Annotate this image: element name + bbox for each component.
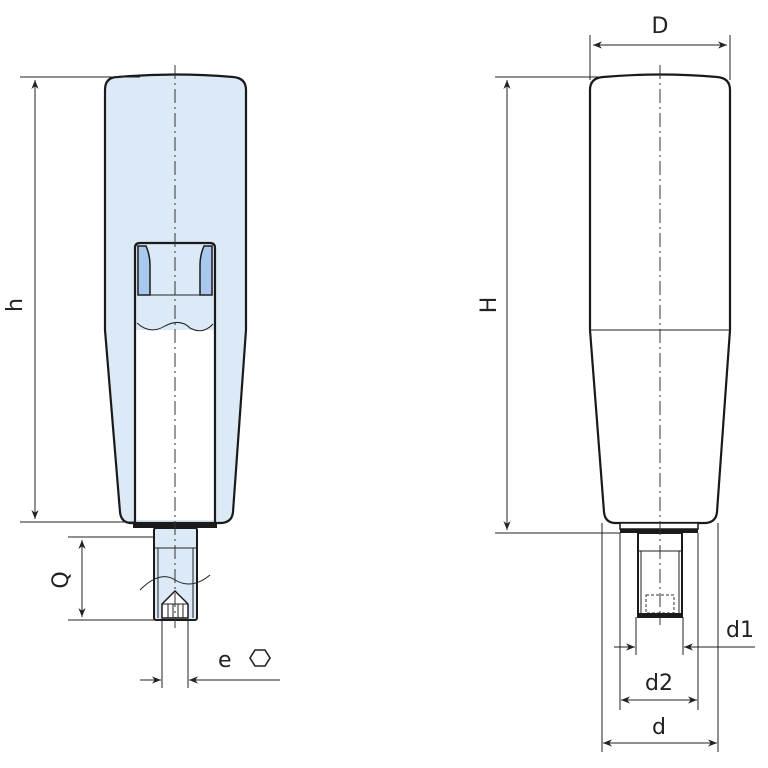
dim-label-d1: d1 (726, 618, 754, 643)
right-dimensions: D H d1 d2 d (477, 14, 755, 752)
left-handle-section (103, 65, 248, 628)
left-pin-left (137, 245, 151, 296)
dim-label-d: d (652, 715, 666, 740)
dim-label-D: D (652, 14, 669, 39)
dim-label-h: h (3, 298, 28, 312)
dim-label-q: Q (49, 571, 74, 588)
hexagon-icon (249, 649, 271, 667)
right-handle-body (588, 73, 732, 525)
dim-label-e: e (218, 648, 232, 673)
left-pin-right (199, 245, 213, 296)
left-dimensions: h Q e (3, 76, 280, 688)
dim-label-H: H (477, 297, 502, 314)
right-handle-view (588, 65, 732, 625)
right-base (619, 522, 699, 530)
left-break-line (136, 322, 214, 332)
dim-label-d2: d2 (645, 671, 673, 696)
